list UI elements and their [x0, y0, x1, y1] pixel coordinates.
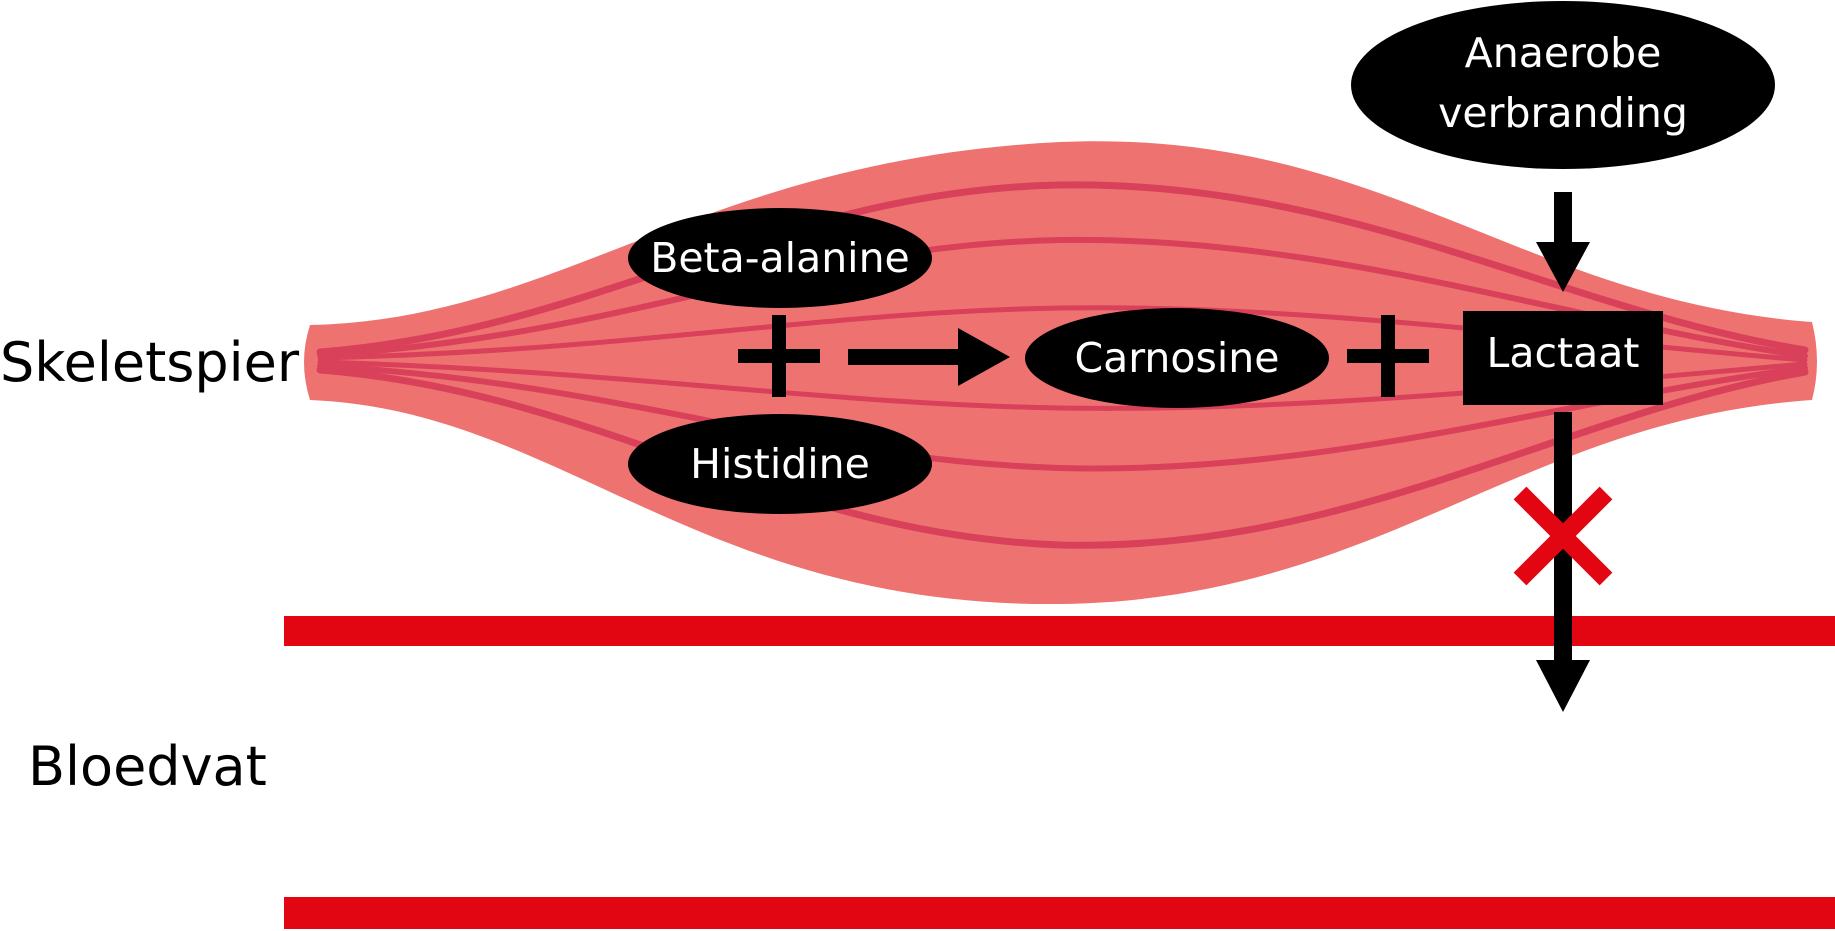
- lactate-node: Lactaat: [1463, 311, 1663, 405]
- anaerobic-label-line1: Anaerobe: [1465, 29, 1662, 77]
- anaerobic-combustion-node: Anaerobe verbranding: [1351, 1, 1775, 169]
- skeletal-muscle-label: Skeletspier: [0, 331, 300, 394]
- carnosine-node: Carnosine: [1025, 308, 1329, 408]
- beta-alanine-label: Beta-alanine: [650, 234, 910, 282]
- vessel-wall-top: [284, 616, 1835, 646]
- histidine-label: Histidine: [690, 440, 870, 488]
- beta-alanine-node: Beta-alanine: [628, 208, 932, 308]
- anaerobic-label-line2: verbranding: [1438, 89, 1688, 137]
- histidine-node: Histidine: [628, 414, 932, 514]
- carnosine-label: Carnosine: [1075, 334, 1280, 382]
- blood-vessel-label: Bloedvat: [28, 735, 267, 798]
- blood-vessel: [284, 616, 1835, 929]
- lactate-label: Lactaat: [1487, 329, 1640, 377]
- plus-icon: [738, 315, 820, 397]
- plus-icon: [1347, 315, 1429, 397]
- arrow-down-icon: [1536, 192, 1590, 292]
- cross-icon: [1513, 486, 1613, 586]
- reaction-arrow-icon: [848, 328, 1010, 386]
- vessel-wall-bottom: [284, 897, 1835, 929]
